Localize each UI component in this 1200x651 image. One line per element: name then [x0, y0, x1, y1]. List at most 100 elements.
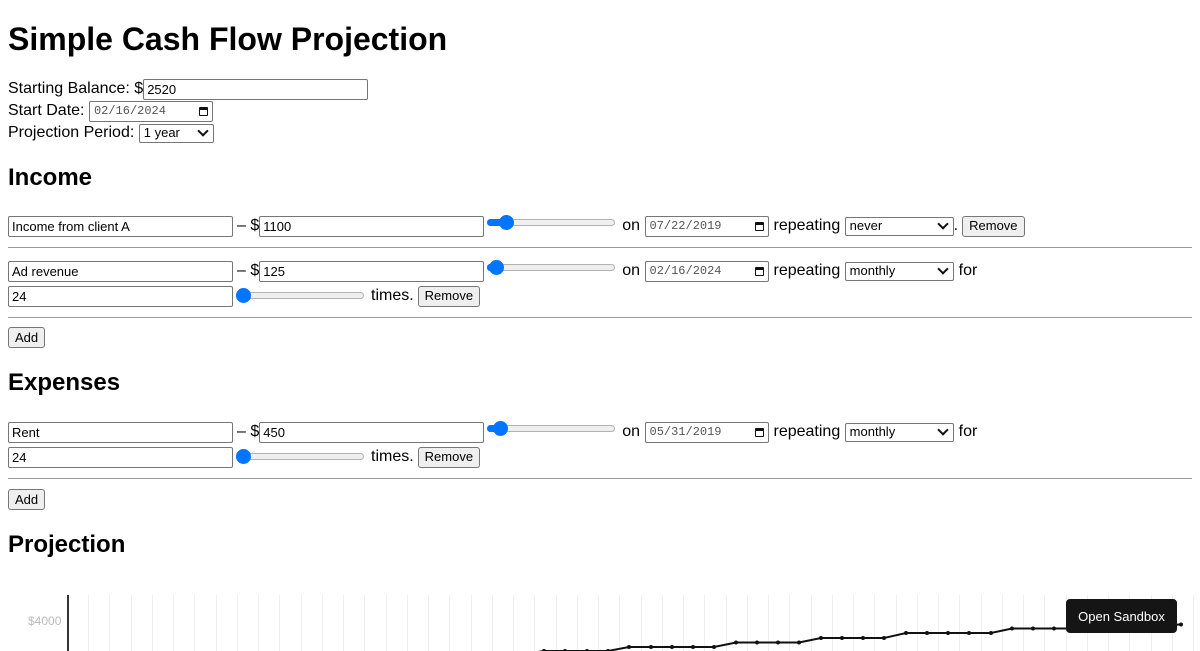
gridline [981, 595, 982, 651]
income-heading: Income [8, 164, 93, 191]
income-repeat-select[interactable]: monthly [844, 261, 954, 281]
expense-repeat-select[interactable]: monthly [844, 422, 954, 442]
start-date-value: 02/16/2024 [93, 104, 166, 118]
calendar-icon[interactable] [754, 221, 764, 231]
add-income-button[interactable]: Add [8, 327, 46, 348]
repeat-value: monthly [849, 424, 896, 439]
projection-period-row: Projection Period: 1 year [8, 122, 1192, 144]
income-name-input[interactable] [8, 260, 233, 282]
on-label: on [622, 423, 641, 440]
expense-amount-slider[interactable] [487, 421, 616, 437]
gridline [704, 595, 705, 651]
income-times-input[interactable] [8, 285, 233, 307]
calendar-icon[interactable] [754, 427, 764, 437]
income-name-input[interactable] [8, 215, 233, 237]
gridline [492, 595, 493, 651]
gridline [577, 595, 578, 651]
income-amount-input[interactable] [259, 260, 485, 282]
expense-date-value: 05/31/2019 [649, 425, 722, 439]
gridline [619, 595, 620, 651]
for-label: for [958, 262, 978, 279]
income-date-input[interactable]: 02/16/2024 [644, 260, 769, 282]
expense-times-slider[interactable] [236, 449, 364, 465]
gridline [513, 595, 514, 651]
open-sandbox-button[interactable]: Open Sandbox [1066, 599, 1177, 633]
income-amount-slider[interactable] [487, 260, 616, 276]
gridline [1002, 595, 1003, 651]
gridline [1044, 595, 1045, 651]
gridline [258, 595, 259, 651]
income-times-slider[interactable] [236, 288, 364, 304]
gridline [471, 595, 472, 651]
gridline [216, 595, 217, 651]
for-label: for [958, 423, 978, 440]
starting-balance-row: Starting Balance: $ [8, 78, 1192, 100]
gridline [322, 595, 323, 651]
gridline [1023, 595, 1024, 651]
on-label: on [622, 217, 641, 234]
start-date-input[interactable]: 02/16/2024 [88, 100, 213, 122]
gridline [896, 595, 897, 651]
remove-button[interactable]: Remove [962, 215, 1025, 237]
gridline [811, 595, 812, 651]
gridline [279, 595, 280, 651]
repeating-label: repeating [773, 423, 841, 440]
projection-period-select[interactable]: 1 year [138, 123, 214, 143]
gridline [428, 595, 429, 651]
income-item: – $ on 02/16/2024 repeating monthly for … [8, 259, 1192, 308]
gridline [874, 595, 875, 651]
remove-button[interactable]: Remove [417, 446, 481, 468]
gridline [194, 595, 195, 651]
gridline [301, 595, 302, 651]
balance-line [537, 622, 1183, 651]
y-tick-label: $4000 [28, 614, 62, 628]
gridline [173, 595, 174, 651]
gridline [662, 595, 663, 651]
gridline [343, 595, 344, 651]
gridline [641, 595, 642, 651]
expense-amount-input[interactable] [259, 421, 485, 443]
gridline [534, 595, 535, 651]
income-amount-input[interactable] [259, 215, 485, 237]
repeating-label: repeating [773, 217, 841, 234]
income-amount-slider[interactable] [487, 215, 616, 231]
divider [8, 317, 1192, 318]
remove-button[interactable]: Remove [417, 285, 481, 307]
income-date-input[interactable]: 07/22/2019 [644, 215, 769, 237]
projection-period-label: Projection Period: [8, 124, 135, 141]
expenses-heading: Expenses [8, 369, 121, 396]
expense-name-input[interactable] [8, 421, 233, 443]
gridline [853, 595, 854, 651]
times-label: times. [371, 448, 414, 465]
calendar-icon[interactable] [754, 266, 764, 276]
gridline [768, 595, 769, 651]
income-date-value: 02/16/2024 [649, 264, 722, 278]
divider [8, 247, 1192, 248]
page-title: Simple Cash Flow Projection [8, 21, 448, 57]
gridline [449, 595, 450, 651]
y-axis [67, 595, 69, 651]
calendar-icon[interactable] [198, 106, 208, 116]
add-expense-button[interactable]: Add [8, 489, 46, 510]
gridline [598, 595, 599, 651]
expense-date-input[interactable]: 05/31/2019 [644, 421, 769, 443]
income-item: – $ on 07/22/2019 repeating never . Remo… [8, 214, 1192, 238]
projection-heading: Projection [8, 531, 126, 558]
gridline [832, 595, 833, 651]
starting-balance-input[interactable] [143, 78, 369, 100]
gridline [683, 595, 684, 651]
expense-item: – $ on 05/31/2019 repeating monthly for … [8, 420, 1192, 469]
times-label: times. [371, 287, 414, 304]
gridline [152, 595, 153, 651]
repeat-value: monthly [849, 263, 896, 278]
gridline [747, 595, 748, 651]
on-label: on [622, 262, 641, 279]
gridline [386, 595, 387, 651]
gridline [88, 595, 89, 651]
gridline [131, 595, 132, 651]
gridline [959, 595, 960, 651]
period-label: . [953, 217, 959, 234]
expense-times-input[interactable] [8, 446, 233, 468]
income-date-value: 07/22/2019 [649, 219, 722, 233]
income-repeat-select[interactable]: never [844, 216, 954, 236]
